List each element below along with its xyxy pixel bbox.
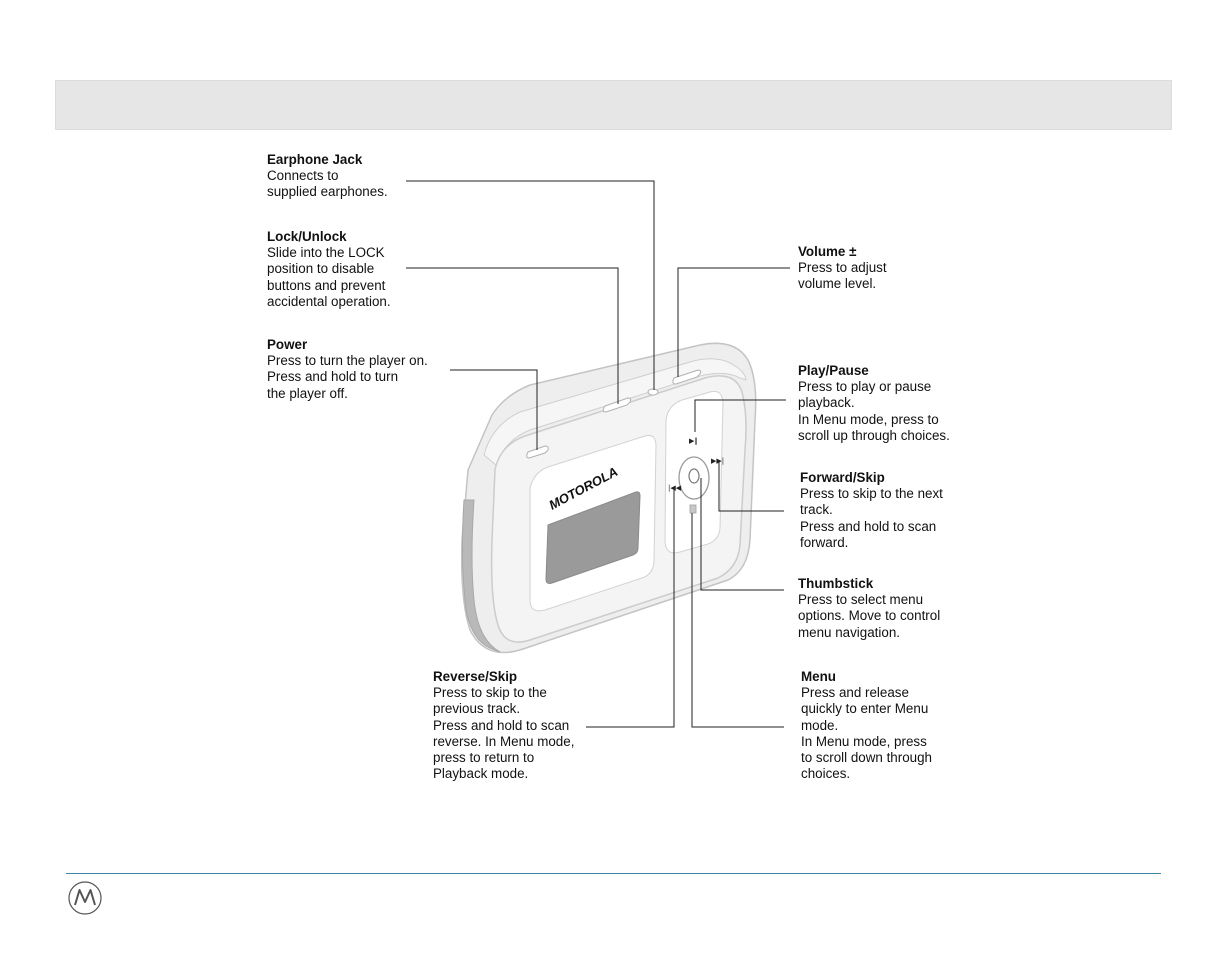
callout-menu: Menu Press and release quickly to enter …: [801, 669, 932, 782]
callout-line: to scroll down through: [801, 750, 933, 766]
callout-line: Press to turn the player on.: [267, 353, 428, 369]
callout-line: forward.: [800, 534, 849, 550]
callout-line: previous track.: [433, 701, 521, 717]
callout-line: the player off.: [267, 385, 348, 401]
callout-line: Press to skip to the: [433, 685, 547, 701]
callout-line: playback.: [798, 395, 855, 411]
callout-line: buttons and prevent: [267, 277, 386, 293]
callout-line: Press and release: [801, 685, 909, 701]
callout-line: accidental operation.: [267, 293, 391, 309]
callout-line: In Menu mode, press: [801, 733, 927, 749]
callout-line: volume level.: [798, 276, 877, 292]
callout-power: Power Press to turn the player on. Press…: [267, 337, 428, 402]
reverse-skip-leader: [586, 490, 675, 728]
callout-line: Press and hold to scan: [800, 518, 937, 534]
callout-line: Press to select menu: [798, 592, 924, 608]
callout-title: Reverse/Skip: [433, 669, 518, 684]
reverse-skip-icon: |◀◀: [668, 484, 682, 492]
callout-forward-skip: Forward/Skip Press to skip to the next t…: [800, 470, 943, 551]
callout-line: Slide into the LOCK: [267, 245, 385, 261]
thumbstick-leader: [700, 478, 784, 591]
menu-leader: [691, 513, 784, 728]
callout-line: Connects to: [267, 168, 339, 184]
callout-title: Lock/Unlock: [267, 229, 347, 244]
callout-volume: Volume ± Press to adjust volume level.: [798, 244, 887, 293]
callout-title: Play/Pause: [798, 363, 869, 378]
callout-line: reverse. In Menu mode,: [433, 733, 575, 749]
volume-leader: [677, 267, 790, 377]
thumbstick-center: [688, 468, 700, 484]
forward-skip-leader: [718, 460, 784, 512]
callout-line: Press and hold to turn: [267, 369, 399, 385]
callout-title: Menu: [801, 669, 836, 684]
callout-title: Forward/Skip: [800, 470, 885, 485]
callout-line: Press to play or pause: [798, 379, 932, 395]
callout-title: Thumbstick: [798, 576, 874, 591]
callout-title: Volume ±: [798, 244, 857, 259]
callout-line: press to return to: [433, 750, 535, 766]
header-band: [55, 80, 1172, 130]
lcd-screen: [545, 491, 641, 584]
device-top-face: [483, 358, 747, 466]
forward-skip-icon: ▶▶|: [711, 457, 724, 465]
power-leader: [450, 369, 538, 450]
callout-line: Press to skip to the next: [800, 486, 943, 502]
callout-line: Playback mode.: [433, 766, 529, 782]
callout-line: choices.: [801, 766, 851, 782]
callout-line: mode.: [801, 717, 839, 733]
callout-reverse-skip: Reverse/Skip Press to skip to the previo…: [433, 669, 574, 782]
callout-line: supplied earphones.: [267, 184, 388, 200]
earphone-jack: [647, 388, 659, 396]
device-side-edge: [461, 499, 501, 653]
lock-unlock-leader: [406, 267, 619, 404]
volume-rocker: [672, 369, 702, 385]
callout-line: Press and hold to scan: [433, 717, 570, 733]
lock-switch: [602, 397, 632, 413]
callout-line: scroll up through choices.: [798, 427, 950, 443]
player-device: MOTOROLA ▶‖ ▶▶| |◀◀: [460, 342, 757, 654]
motorola-batwing-icon: [68, 881, 102, 915]
footer-rule: [66, 873, 1161, 874]
callout-line: track.: [800, 502, 833, 518]
callout-title: Earphone Jack: [267, 152, 363, 167]
callout-thumbstick: Thumbstick Press to select menu options.…: [798, 576, 940, 641]
callout-line: quickly to enter Menu: [801, 701, 929, 717]
menu-button: [689, 504, 697, 514]
power-button: [526, 445, 549, 459]
play-pause-leader: [694, 399, 786, 432]
play-pause-icon: ▶‖: [689, 437, 698, 445]
callout-line: In Menu mode, press to: [798, 411, 939, 427]
callout-play-pause: Play/Pause Press to play or pause playba…: [798, 363, 950, 444]
callout-title: Power: [267, 337, 308, 352]
callout-line: position to disable: [267, 261, 375, 277]
callout-line: menu navigation.: [798, 624, 900, 640]
callout-lock-unlock: Lock/Unlock Slide into the LOCK position…: [267, 229, 391, 310]
callout-line: options. Move to control: [798, 608, 941, 624]
leader-lines: [406, 180, 790, 728]
callout-earphone-jack: Earphone Jack Connects to supplied earph…: [267, 152, 388, 201]
callout-line: Press to adjust: [798, 260, 887, 276]
earphone-jack-leader: [406, 180, 655, 390]
